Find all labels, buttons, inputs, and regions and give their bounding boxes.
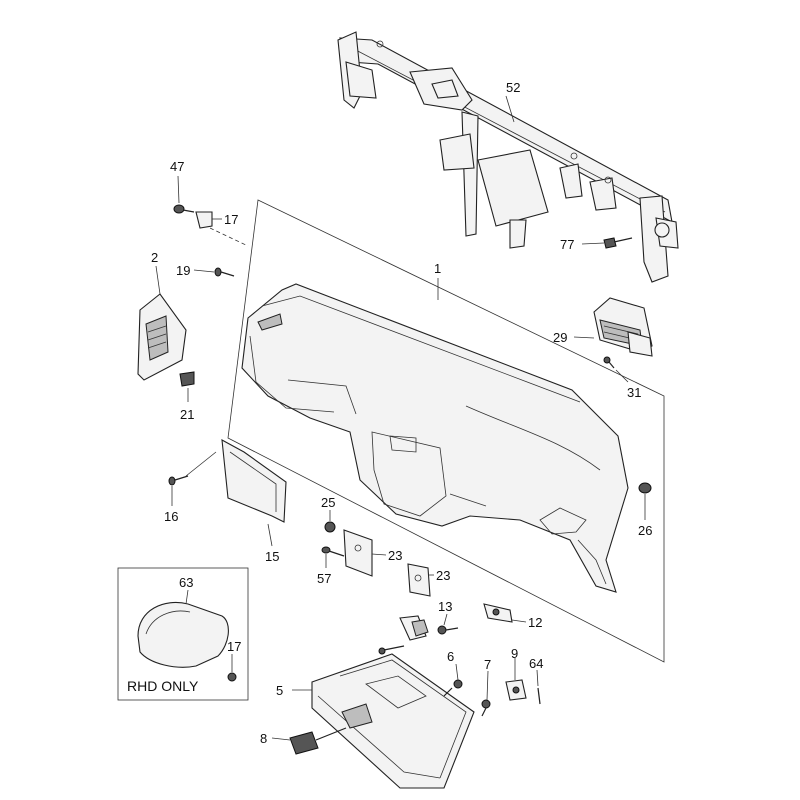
- bolt-64: [173, 204, 195, 214]
- callout-15: 15: [265, 549, 279, 564]
- callout-77: 77: [560, 237, 574, 252]
- side-vent: [137, 293, 187, 381]
- cowl-cross-bar: [337, 31, 679, 283]
- callout-21: 19: [176, 263, 190, 278]
- latch-9: [505, 679, 527, 701]
- rhd-inset-box: [117, 567, 249, 701]
- callout-7: 7: [484, 657, 491, 672]
- callout-17: 17: [227, 639, 241, 654]
- pin-63: [537, 687, 541, 705]
- callout-16: 16: [164, 509, 178, 524]
- callout-31: 31: [627, 385, 641, 400]
- screw-7: [481, 699, 491, 717]
- callout-23-upper: 23: [388, 548, 402, 563]
- lower-cover: [221, 439, 287, 523]
- screw-31: [603, 356, 615, 369]
- screw-13: [437, 625, 459, 635]
- glove-box-handle: [289, 727, 347, 755]
- screw-16: [168, 475, 189, 486]
- bolt-77: [603, 237, 633, 249]
- callout-63: 64: [529, 656, 543, 671]
- air-vent: [593, 297, 653, 357]
- clip-19: [195, 211, 213, 229]
- bracket-23-lower: [407, 563, 431, 597]
- screw-17: [227, 672, 237, 682]
- callout-1: 1: [434, 261, 441, 276]
- nut-25: [324, 521, 336, 533]
- callout-57: 63: [179, 575, 193, 590]
- callout-26: 26: [638, 523, 652, 538]
- callout-29: 29: [553, 330, 567, 345]
- screw-52: [321, 546, 345, 557]
- rhd-only-note: RHD ONLY: [127, 678, 199, 694]
- crash-pad-frame: [227, 199, 665, 663]
- callout-5: 5: [276, 683, 283, 698]
- callout-64: 47: [170, 159, 184, 174]
- callout-47: 52: [506, 80, 520, 95]
- clip-26: [638, 482, 652, 494]
- callout-9: 9: [511, 646, 518, 661]
- crash-pad: [241, 283, 629, 593]
- hinge: [378, 615, 429, 655]
- callout-19: 17: [224, 212, 238, 227]
- screw-21: [214, 267, 235, 277]
- callout-8: 8: [260, 731, 267, 746]
- airbag-cover: [137, 602, 229, 668]
- callout-6: 6: [447, 649, 454, 664]
- callout-13: 13: [438, 599, 452, 614]
- callout-22: 21: [180, 407, 194, 422]
- screw-22: [179, 371, 195, 387]
- callout-23-lower: 23: [436, 568, 450, 583]
- bracket-23-upper: [343, 529, 373, 577]
- callout-12: 12: [528, 615, 542, 630]
- callout-2: 2: [151, 250, 158, 265]
- screw-6: [443, 679, 463, 697]
- callout-52: 57: [317, 571, 331, 586]
- latch: [483, 603, 513, 623]
- callout-25: 25: [321, 495, 335, 510]
- glove-box: [311, 653, 475, 789]
